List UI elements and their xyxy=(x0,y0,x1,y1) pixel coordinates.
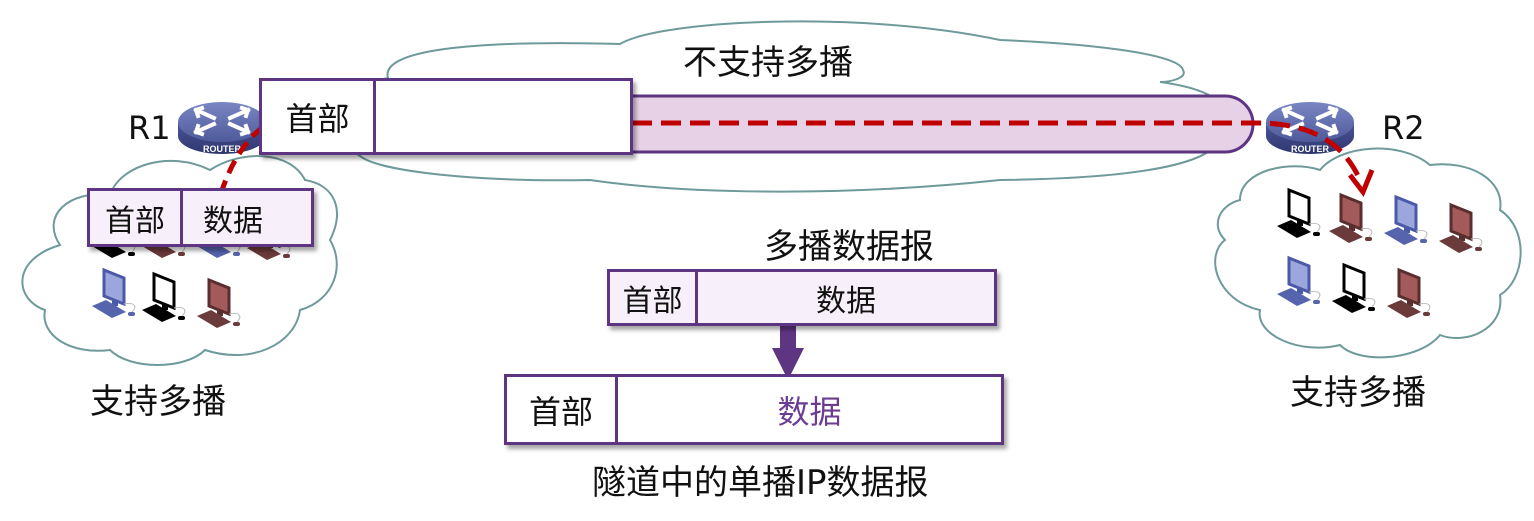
router-badge: ROUTER xyxy=(203,144,242,154)
router2-label: R2 xyxy=(1382,109,1425,147)
host-computer-icon[interactable] xyxy=(1277,187,1321,238)
host-computer-icon[interactable] xyxy=(92,267,136,318)
packet-header: 首部 xyxy=(90,191,183,244)
path-arrowhead-icon xyxy=(1348,169,1375,197)
tunnel-packet: 首部 xyxy=(259,78,633,155)
router-r1-icon[interactable]: ROUTER xyxy=(178,102,266,154)
host-computer-icon[interactable] xyxy=(197,277,241,328)
packet-data: 数据 xyxy=(203,203,263,239)
multicast-path-left xyxy=(212,125,264,216)
router-r2-icon[interactable]: ROUTER xyxy=(1266,102,1354,154)
host-computer-icon[interactable] xyxy=(1332,262,1376,313)
tunnel-dashed-path xyxy=(632,120,1363,182)
host-computer-icon[interactable] xyxy=(1277,255,1321,306)
host-computer-icon[interactable] xyxy=(1387,267,1431,318)
packet-data: 数据 xyxy=(777,392,842,431)
host-computer-icon[interactable] xyxy=(1439,202,1483,253)
packet-header: 首部 xyxy=(507,377,618,442)
right-hosts xyxy=(1277,187,1483,318)
encapsulation-arrow-icon xyxy=(772,318,804,380)
packet-data xyxy=(376,81,630,152)
router-badge: ROUTER xyxy=(1291,144,1330,154)
host-computer-icon[interactable] xyxy=(1329,192,1373,243)
unicast-datagram-caption: 隧道中的单播IP数据报 xyxy=(592,463,929,503)
multicast-datagram: 首部 数据 xyxy=(607,269,997,326)
unicast-ip-datagram: 首部 数据 xyxy=(504,374,1004,445)
packet-data: 数据 xyxy=(816,283,876,319)
left-network-label: 支持多播 xyxy=(90,382,226,422)
right-network-label: 支持多播 xyxy=(1290,373,1426,413)
host-computer-icon[interactable] xyxy=(1384,194,1428,245)
host-computer-icon[interactable] xyxy=(142,271,186,322)
router1-label: R1 xyxy=(128,109,171,147)
left-multicast-packet: 首部 数据 xyxy=(87,188,314,247)
packet-header: 首部 xyxy=(262,81,376,152)
packet-header: 首部 xyxy=(610,272,698,323)
multicast-datagram-caption: 多播数据报 xyxy=(764,227,934,267)
core-network-label: 不支持多播 xyxy=(683,43,853,83)
